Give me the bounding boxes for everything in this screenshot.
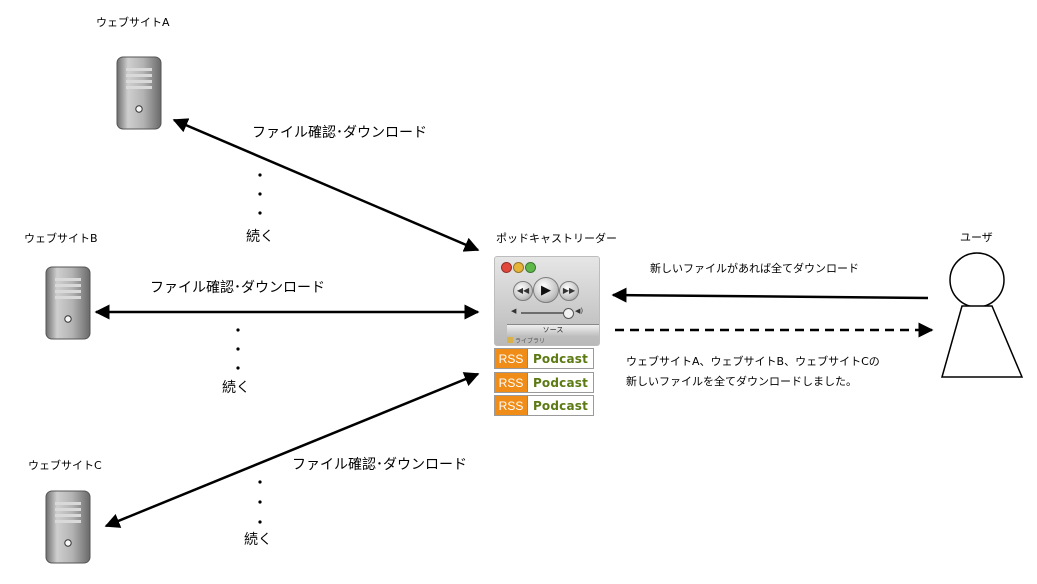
server-tower-icon <box>116 56 162 130</box>
ellipsis-dots-a <box>258 173 262 215</box>
play-icon: ▶ <box>533 277 559 303</box>
podcast-reader-label: ポッドキャストリーダー <box>496 232 617 245</box>
website-a-label: ウェブサイトA <box>96 16 170 29</box>
volume-slider-knob <box>563 308 574 319</box>
edge-c-continued: 続く <box>244 532 272 548</box>
source-header: ソース <box>507 324 599 336</box>
podcast-label: Podcast <box>532 375 589 390</box>
rss-label: RSS <box>495 396 528 415</box>
reply-line-2: 新しいファイルを全てダウンロードしました。 <box>626 375 857 388</box>
edge-a-continued: 続く <box>246 229 274 245</box>
close-dot-icon <box>501 262 512 273</box>
user-request-label: 新しいファイルがあれば全てダウンロード <box>650 262 859 275</box>
website-c-label: ウェブサイトC <box>28 459 102 472</box>
arrow-website-a-reader <box>172 118 480 252</box>
arrow-website-c-reader <box>104 372 480 528</box>
library-row: ライブラリ <box>507 336 545 345</box>
ellipsis-dots-b <box>236 328 240 370</box>
edge-b-continued: 続く <box>222 380 250 396</box>
volume-high-icon: ◀) <box>575 307 584 315</box>
user-figure-icon <box>941 252 1024 378</box>
podcast-label: Podcast <box>532 398 589 413</box>
edge-a-label: ファイル確認･ダウンロード <box>252 125 427 141</box>
minimize-dot-icon <box>513 262 524 273</box>
edge-b-label: ファイル確認･ダウンロード <box>150 280 325 296</box>
reply-line-1: ウェブサイトA、ウェブサイトB、ウェブサイトCの <box>626 355 880 368</box>
volume-slider-track <box>521 312 569 314</box>
arrow-user-request <box>611 287 929 303</box>
rss-label: RSS <box>495 349 528 368</box>
rss-podcast-badge: RSS Podcast <box>494 372 594 393</box>
rss-podcast-badge: RSS Podcast <box>494 395 594 416</box>
server-tower-icon <box>45 266 91 340</box>
podcast-reader-window: ◀◀ ▶ ▶▶ ◀ ◀) ソース ライブラリ <box>494 256 600 346</box>
server-tower-icon <box>45 490 91 564</box>
rss-podcast-badge: RSS Podcast <box>494 348 594 369</box>
library-icon <box>507 337 513 343</box>
fast-forward-icon: ▶▶ <box>559 281 579 301</box>
edge-c-label: ファイル確認･ダウンロード <box>292 457 467 473</box>
user-label: ユーザ <box>960 231 993 244</box>
rss-label: RSS <box>495 373 528 392</box>
zoom-dot-icon <box>525 262 536 273</box>
library-label: ライブラリ <box>515 338 546 345</box>
rewind-icon: ◀◀ <box>513 281 533 301</box>
ellipsis-dots-c <box>258 480 262 524</box>
podcast-label: Podcast <box>532 351 589 366</box>
website-b-label: ウェブサイトB <box>24 232 98 245</box>
volume-low-icon: ◀ <box>511 307 517 315</box>
